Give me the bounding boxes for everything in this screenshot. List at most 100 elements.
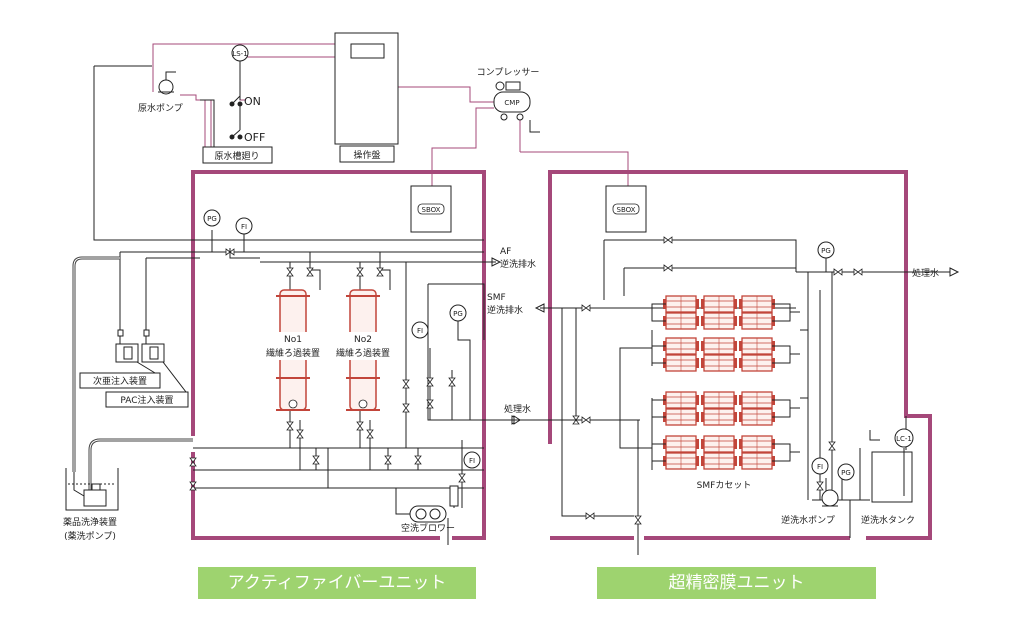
membrane-module [738,312,776,330]
af-drain-tag: AF [500,247,511,257]
pac-injector-leader [162,361,187,393]
membrane-module [738,354,776,372]
membrane-module [700,408,738,426]
control-panel-label-box [339,145,395,163]
backwash-pump-label: 逆洗水ポンプ [781,514,835,526]
membrane-module [738,337,776,355]
compressor-tag: CMP [504,99,519,107]
compressor [493,81,540,133]
membrane-unit-banner: 超精密膜ユニット [597,567,876,599]
air-blower [409,485,459,523]
smf-cassette-label: SMFカセット [697,480,752,491]
membrane-module [662,435,700,453]
hypo-injector-label: 次亜注入装置 [93,375,147,387]
left-mid-pg-tag: PG [453,310,463,318]
left-sbox-tag-frame [417,203,445,215]
membrane-module [700,435,738,453]
backwash-pg [837,463,855,481]
membrane-module [738,452,776,470]
air-blower-label: 空洗ブロワー [401,522,455,534]
membrane-module [662,408,700,426]
cassette-inlet-manifold [651,399,666,418]
left-inlet-fi [235,217,253,235]
chemical-wash-pump-label: (薬洗ポンプ) [64,530,116,542]
left-sbox-tag: SBOX [422,206,441,214]
cassette-inlet-manifold [651,303,666,322]
smf-drain-label: 逆洗排水 [487,304,523,316]
left-mid-fi-tag: FI [417,327,423,335]
pac-injector-label: PAC注入装置 [120,394,173,406]
right-sbox-tag-frame [612,203,640,215]
cassette-outlet-manifold [772,303,800,322]
backwash-fi [811,457,829,475]
raw-tank-label: 原水槽廻り [214,150,259,162]
fiber-filter-no1-tag: No1 [284,335,302,345]
backwash-tank-lc [894,428,914,448]
membrane-module [700,354,738,372]
compressor-label: コンプレッサー [477,67,540,78]
chemical-wash-label: 薬品洗浄装置 [63,516,117,528]
control-panel-label: 操作盤 [353,149,380,161]
pac-injector [141,329,165,363]
membrane-module [662,312,700,330]
left-mid-pg [449,304,467,322]
right-outlet-pg [817,241,835,259]
smf-drain-tag: SMF [487,293,506,303]
backwash-tank-label: 逆洗水タンク [861,514,915,526]
fiber-filter-no1-label: 繊維ろ過装置 [266,347,320,359]
raw-water-system [93,44,484,241]
membrane-module [738,391,776,409]
membrane-module [662,337,700,355]
cassette-inlet-manifold [651,345,666,364]
backwash-pump [821,489,839,507]
backwash-tank-lc-tag: LC-1 [896,435,912,443]
fiber-filter-no2-label: 繊維ろ過装置 [336,347,390,359]
raw-water-pump-label: 原水ポンプ [138,102,183,114]
fiber-filter-no2-tag: No2 [354,335,372,345]
membrane-module [662,354,700,372]
cassette-inlet-manifold [651,443,666,462]
right-outlet-pg-tag: PG [821,247,831,255]
membrane-module [738,408,776,426]
backwash-pg-tag: PG [841,469,851,477]
membrane-module [700,337,738,355]
left-low-fi [463,451,481,469]
membrane-module [700,312,738,330]
cassette-outlet-manifold [772,345,800,364]
smf-cassette-array [651,295,800,470]
left-inlet-pg [203,209,221,227]
control-panel-display [350,43,385,59]
hypo-injector-label-box [79,372,161,389]
cassette-outlet-manifold [772,443,800,462]
right-sbox-tag: SBOX [617,206,636,214]
membrane-module [700,295,738,313]
membrane-module [738,435,776,453]
treated-water-out-label: 処理水 [912,267,939,279]
chemical-wash-tank [65,468,119,511]
level-switch-tag: LS-1 [232,50,247,58]
left-inlet-pg-tag: PG [207,215,217,223]
fiber-filter-label-bg [278,332,396,360]
membrane-module [662,295,700,313]
cassette-outlet-manifold [772,399,800,418]
membrane-module [662,391,700,409]
backwash-fi-tag: FI [817,463,823,471]
raw-tank-box [202,146,273,164]
membrane-module [700,391,738,409]
membrane-module [700,452,738,470]
active-fiber-unit-frame [191,170,486,540]
active-fiber-unit-banner: アクティファイバーユニット [198,567,476,599]
level-switch-off-label: OFF [244,131,265,144]
chemical-hose-core [73,257,193,496]
treated-water-mid-label: 処理水 [504,403,531,415]
pac-injector-label-box [105,391,189,408]
left-inlet-fi-tag: FI [241,223,247,231]
left-mid-fi [411,321,429,339]
membrane-module [738,295,776,313]
membrane-module [662,452,700,470]
hypochlorite-injector [115,329,139,363]
level-switch-on-label: ON [244,95,261,108]
backwash-tank [871,451,913,503]
